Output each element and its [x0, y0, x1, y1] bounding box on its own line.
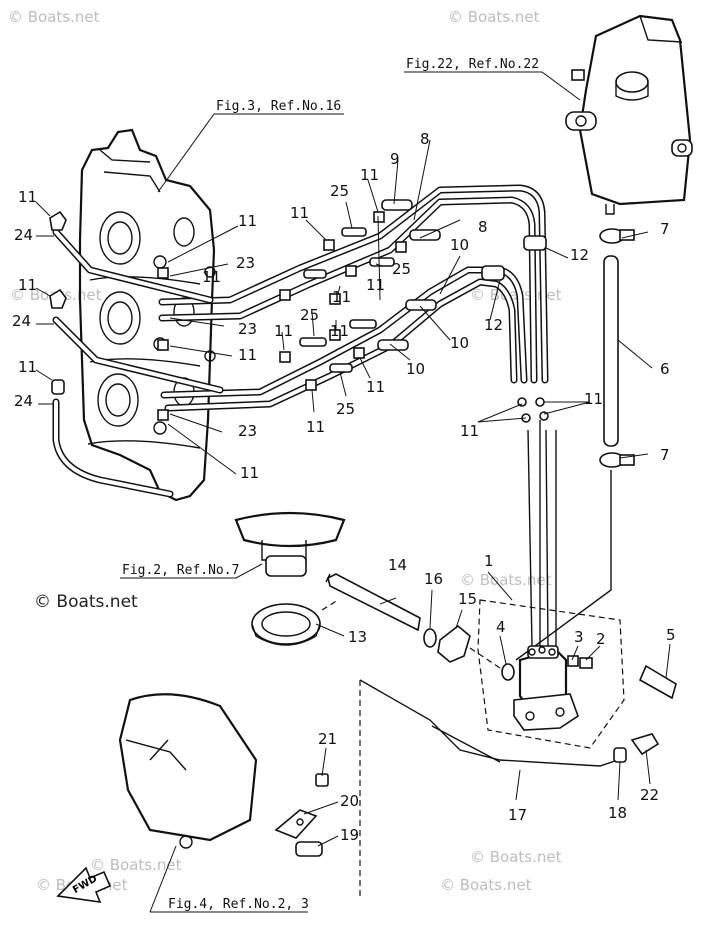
- oil-hoses: [52, 184, 549, 498]
- part-number-11: 11: [330, 322, 349, 340]
- watermark: © Boats.net: [90, 856, 182, 874]
- part-number-1: 1: [484, 552, 494, 570]
- watermark: © Boats.net: [460, 571, 552, 589]
- part-number-11: 11: [306, 418, 325, 436]
- part-number-2: 2: [596, 630, 606, 648]
- part-number-18: 18: [608, 804, 627, 822]
- part-number-11: 11: [18, 188, 37, 206]
- watermark: © Boats.net: [440, 876, 532, 894]
- part-number-11: 11: [460, 422, 479, 440]
- watermark: © Boats.net: [448, 8, 540, 26]
- part-number-19: 19: [340, 826, 359, 844]
- forward-arrow: FWD: [56, 866, 112, 903]
- watermark: © Boats.net: [8, 8, 100, 26]
- part-number-11: 11: [18, 358, 37, 376]
- part-number-11: 11: [366, 276, 385, 294]
- part-number-11: 11: [290, 204, 309, 222]
- part-number-24: 24: [14, 392, 33, 410]
- hose-6-drawing: [515, 228, 635, 661]
- part-number-11: 11: [274, 322, 293, 340]
- watermark: © Boats.net: [470, 286, 562, 304]
- part-number-14: 14: [388, 556, 407, 574]
- fig4-reference: Fig.4, Ref.No.2, 3: [168, 897, 309, 912]
- part-number-11: 11: [202, 268, 221, 286]
- part-number-23: 23: [238, 320, 257, 338]
- part-number-6: 6: [660, 360, 670, 378]
- part-number-8: 8: [420, 130, 430, 148]
- part-number-9: 9: [390, 150, 400, 168]
- part-number-23: 23: [236, 254, 255, 272]
- part-number-11: 11: [240, 464, 259, 482]
- fig22-reference: Fig.22, Ref.No.22: [406, 57, 539, 72]
- part-number-25: 25: [330, 182, 349, 200]
- oil-tank-drawing: [565, 14, 693, 215]
- part-number-11: 11: [238, 212, 257, 230]
- reference-labels: Fig.3, Ref.No.16 Fig.22, Ref.No.22 Fig.2…: [122, 57, 539, 912]
- part-number-11: 11: [238, 346, 257, 364]
- part-number-7: 7: [660, 220, 670, 238]
- watermark: © Boats.net: [470, 848, 562, 866]
- part-number-8: 8: [478, 218, 488, 236]
- part-number-12: 12: [484, 316, 503, 334]
- part-number-11: 11: [584, 390, 603, 408]
- part-number-22: 22: [640, 786, 659, 804]
- part-number-3: 3: [574, 628, 584, 646]
- drive-gear-drawing: [234, 511, 501, 669]
- part-number-25: 25: [392, 260, 411, 278]
- part-number-7: 7: [660, 446, 670, 464]
- part-number-10: 10: [450, 236, 469, 254]
- oil-pump-drawing: [477, 420, 677, 749]
- part-number-17: 17: [508, 806, 527, 824]
- part-number-20: 20: [340, 792, 359, 810]
- fittings: [49, 199, 549, 423]
- part-number-11: 11: [360, 166, 379, 184]
- part-number-4: 4: [496, 618, 506, 636]
- part-number-25: 25: [336, 400, 355, 418]
- part-number-16: 16: [424, 570, 443, 588]
- part-number-11: 11: [18, 276, 37, 294]
- part-number-15: 15: [458, 590, 477, 608]
- part-number-10: 10: [450, 334, 469, 352]
- part-number-11: 11: [366, 378, 385, 396]
- leader-lines: [35, 71, 671, 913]
- part-number-labels: 1 2 3 4 5 6 7 7 8 8 9 10 10 10 11 11 11 …: [12, 130, 676, 844]
- part-number-11: 11: [332, 288, 351, 306]
- part-number-12: 12: [570, 246, 589, 264]
- part-number-13: 13: [348, 628, 367, 646]
- part-number-5: 5: [666, 626, 676, 644]
- watermark-layer: © Boats.net © Boats.net © Boats.net © Bo…: [8, 8, 562, 894]
- part-number-21: 21: [318, 730, 337, 748]
- part-number-10: 10: [406, 360, 425, 378]
- watermark: © Boats.net: [34, 592, 138, 612]
- part-number-23: 23: [238, 422, 257, 440]
- fig2-reference: Fig.2, Ref.No.7: [122, 563, 239, 578]
- link-rod-drawing: [118, 679, 660, 900]
- part-number-24: 24: [12, 312, 31, 330]
- part-number-24: 24: [14, 226, 33, 244]
- part-number-25: 25: [300, 306, 319, 324]
- fig3-reference: Fig.3, Ref.No.16: [216, 99, 341, 114]
